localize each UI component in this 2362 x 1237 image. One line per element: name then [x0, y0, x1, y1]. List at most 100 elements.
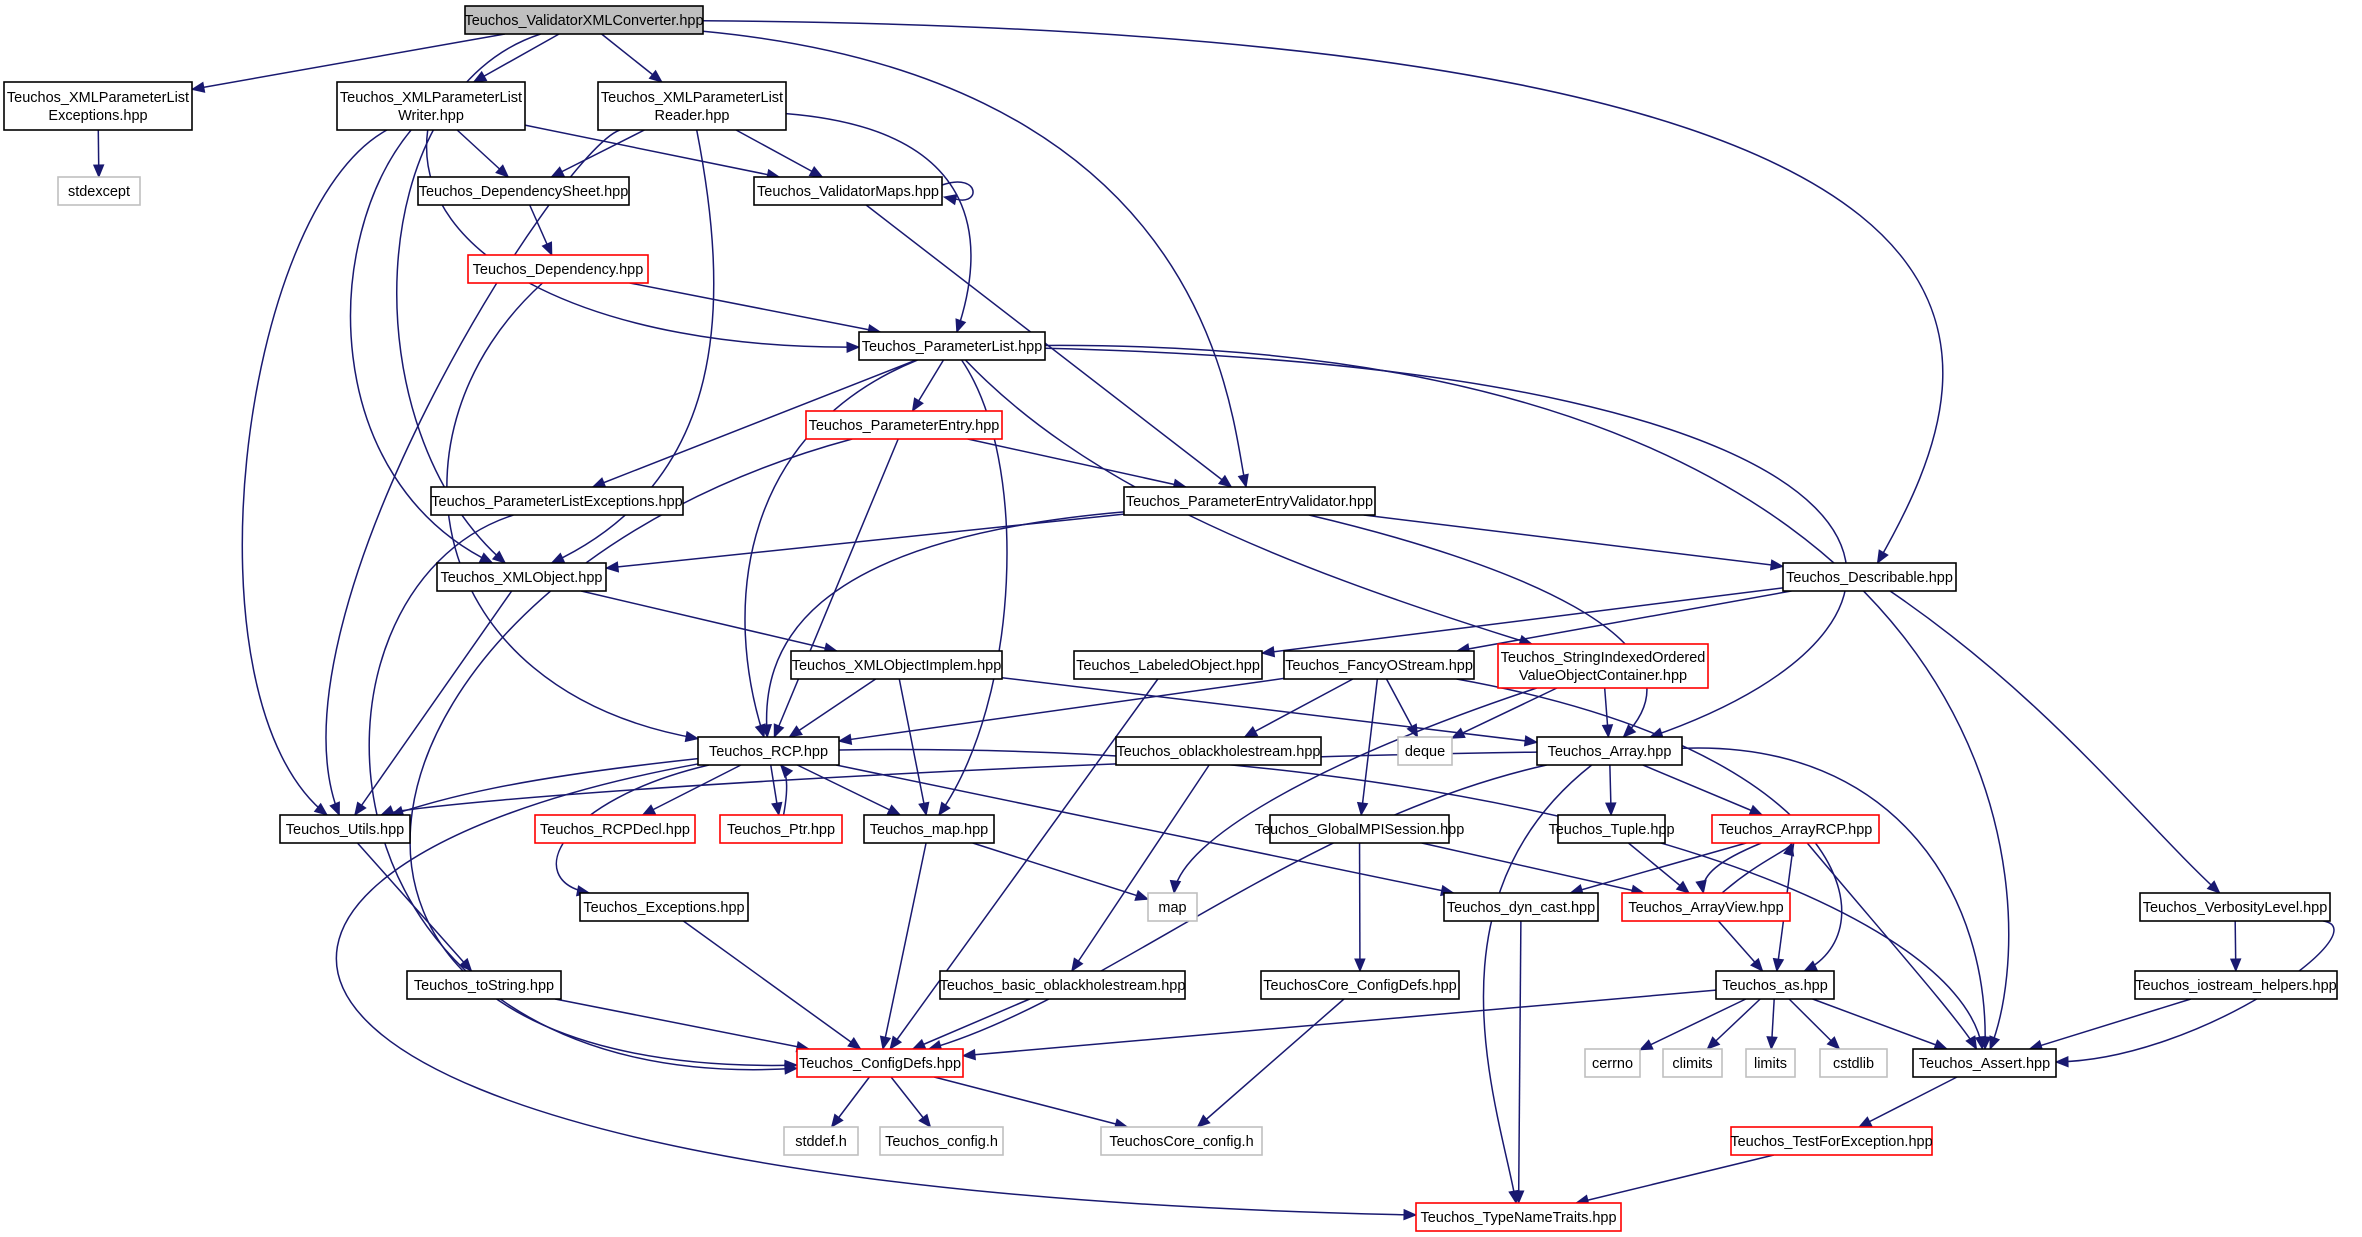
node-xmlobject[interactable]: Teuchos_XMLObject.hpp — [436, 562, 607, 592]
node-gmpi[interactable]: Teuchos_GlobalMPISession.hpp — [1255, 814, 1465, 844]
node-tmap[interactable]: Teuchos_map.hpp — [863, 814, 995, 844]
node-box-corecfg — [1260, 970, 1460, 1000]
node-aview[interactable]: Teuchos_ArrayView.hpp — [1621, 892, 1791, 922]
node-xmlobjimpl[interactable]: Teuchos_XMLObjectImplem.hpp — [790, 650, 1003, 680]
edge-as-to-limits — [1766, 998, 1778, 1051]
edge-layer — [92, 20, 2335, 1221]
edge-paramlist-to-paramentry — [911, 359, 945, 413]
node-oblack[interactable]: Teuchos_oblackholestream.hpp — [1115, 736, 1322, 766]
node-ptr[interactable]: Teuchos_Ptr.hpp — [719, 814, 843, 844]
edge-oblack-to-boblack — [1071, 764, 1210, 973]
node-root[interactable]: Teuchos_ValidatorXMLConverter.hpp — [464, 5, 704, 35]
edge-testexc-to-typename — [1574, 1154, 1775, 1206]
node-label-stdexcept: stdexcept — [68, 184, 130, 200]
node-cerrno: cerrno — [1584, 1048, 1641, 1078]
node-fancy[interactable]: Teuchos_FancyOStream.hpp — [1283, 650, 1475, 680]
node-dependency[interactable]: Teuchos_Dependency.hpp — [467, 254, 649, 284]
edge-xmlreader-to-utils — [325, 129, 621, 817]
edge-rcp-to-ptr — [770, 764, 783, 817]
node-verb[interactable]: Teuchos_VerbosityLevel.hpp — [2139, 892, 2331, 922]
node-paramentry[interactable]: Teuchos_ParameterEntry.hpp — [805, 410, 1003, 440]
node-exceptions[interactable]: Teuchos_Exceptions.hpp — [579, 892, 749, 922]
node-box-oblack — [1115, 736, 1322, 766]
node-plexc[interactable]: Teuchos_ParameterListExceptions.hpp — [430, 486, 684, 516]
node-label-cstdlib: cstdlib — [1833, 1056, 1874, 1072]
node-label-typename: Teuchos_TypeNameTraits.hpp — [1420, 1210, 1616, 1226]
node-box-describable — [1782, 562, 1957, 592]
node-dyncast[interactable]: Teuchos_dyn_cast.hpp — [1443, 892, 1599, 922]
node-configdefs[interactable]: Teuchos_ConfigDefs.hpp — [796, 1048, 964, 1078]
node-stddef: stddef.h — [783, 1126, 859, 1156]
node-box-tconfig — [879, 1126, 1004, 1156]
node-testexc[interactable]: Teuchos_TestForException.hpp — [1730, 1126, 1933, 1156]
node-iohelp[interactable]: Teuchos_iostream_helpers.hpp — [2134, 970, 2338, 1000]
edge-rcp-to-tmap — [796, 764, 902, 816]
node-label-describable: Teuchos_Describable.hpp — [1786, 570, 1953, 586]
node-label-map: map — [1158, 900, 1186, 916]
node-rcpdecl[interactable]: Teuchos_RCPDecl.hpp — [534, 814, 696, 844]
edge-paramlist-to-tmap — [938, 359, 1008, 817]
node-valmaps[interactable]: Teuchos_ValidatorMaps.hpp — [753, 176, 943, 206]
node-tostring[interactable]: Teuchos_toString.hpp — [406, 970, 562, 1000]
edge-as-to-cstdlib — [1788, 998, 1841, 1050]
node-stdexcept: stdexcept — [57, 176, 141, 206]
edge-verb-to-iohelp — [2229, 920, 2242, 973]
node-label-tconfig: Teuchos_config.h — [885, 1134, 998, 1150]
node-box-xmlobjimpl — [790, 650, 1003, 680]
node-box-plexc — [430, 486, 684, 516]
node-climits: climits — [1662, 1048, 1723, 1078]
edge-fancy-to-deque — [1385, 678, 1419, 739]
node-label-exceptions: Teuchos_Exceptions.hpp — [583, 900, 744, 916]
node-box-cerrno — [1584, 1048, 1641, 1078]
node-pev[interactable]: Teuchos_ParameterEntryValidator.hpp — [1123, 486, 1376, 516]
edge-gmpi-to-aview — [1421, 842, 1646, 896]
edge-as-to-climits — [1706, 998, 1761, 1050]
node-box-climits — [1662, 1048, 1723, 1078]
node-layer: Teuchos_ValidatorXMLConverter.hppTeuchos… — [3, 5, 2338, 1232]
node-tassert[interactable]: Teuchos_Assert.hpp — [1912, 1048, 2057, 1078]
node-arcp[interactable]: Teuchos_ArrayRCP.hpp — [1711, 814, 1880, 844]
node-label-xmlwriter-line1: Teuchos_XMLParameterList — [340, 90, 522, 106]
node-label-dyncast: Teuchos_dyn_cast.hpp — [1447, 900, 1595, 916]
node-corecfg[interactable]: TeuchosCore_ConfigDefs.hpp — [1260, 970, 1460, 1000]
node-box-deque — [1397, 736, 1453, 766]
node-box-exceptions — [579, 892, 749, 922]
node-label-configdefs: Teuchos_ConfigDefs.hpp — [799, 1056, 961, 1072]
edge-fancy-to-gmpi — [1356, 678, 1379, 817]
edge-pev-to-xmlobject — [604, 513, 1125, 573]
node-map: map — [1147, 892, 1198, 922]
node-box-stddef — [783, 1126, 859, 1156]
node-as[interactable]: Teuchos_as.hpp — [1715, 970, 1835, 1000]
node-paramlist[interactable]: Teuchos_ParameterList.hpp — [858, 331, 1046, 361]
node-utils[interactable]: Teuchos_Utils.hpp — [279, 814, 411, 844]
node-label-deque: deque — [1405, 744, 1445, 760]
node-rcp[interactable]: Teuchos_RCP.hpp — [697, 736, 840, 766]
node-tuple[interactable]: Teuchos_Tuple.hpp — [1548, 814, 1675, 844]
node-tconfig: Teuchos_config.h — [879, 1126, 1004, 1156]
node-box-testexc — [1730, 1126, 1933, 1156]
node-box-dependency — [467, 254, 649, 284]
node-label-pev: Teuchos_ParameterEntryValidator.hpp — [1126, 494, 1373, 510]
node-labeled[interactable]: Teuchos_LabeledObject.hpp — [1073, 650, 1263, 680]
edge-array-to-tassert — [1681, 747, 1992, 1051]
node-array[interactable]: Teuchos_Array.hpp — [1536, 736, 1683, 766]
node-typename[interactable]: Teuchos_TypeNameTraits.hpp — [1415, 1202, 1622, 1232]
node-box-gmpi — [1269, 814, 1450, 844]
edge-xmlreader-to-depsheet — [550, 129, 645, 178]
node-sivoc[interactable]: Teuchos_StringIndexedOrderedValueObjectC… — [1497, 643, 1709, 689]
edge-xmlwriter-to-utils — [241, 129, 388, 816]
edge-xmlexc-to-stdexcept — [92, 129, 105, 179]
node-label-tuple: Teuchos_Tuple.hpp — [1548, 822, 1674, 838]
node-label-oblack: Teuchos_oblackholestream.hpp — [1117, 744, 1321, 760]
node-describable[interactable]: Teuchos_Describable.hpp — [1782, 562, 1957, 592]
edge-tmap-to-configdefs — [879, 842, 927, 1051]
edge-dependency-to-rcp — [446, 282, 700, 743]
node-label-xmlexc-line2: Exceptions.hpp — [48, 108, 147, 124]
node-boblack[interactable]: Teuchos_basic_oblackholestream.hpp — [939, 970, 1186, 1000]
node-box-tmap — [863, 814, 995, 844]
node-label-paramentry: Teuchos_ParameterEntry.hpp — [809, 418, 1000, 434]
node-depsheet[interactable]: Teuchos_DependencySheet.hpp — [417, 176, 630, 206]
